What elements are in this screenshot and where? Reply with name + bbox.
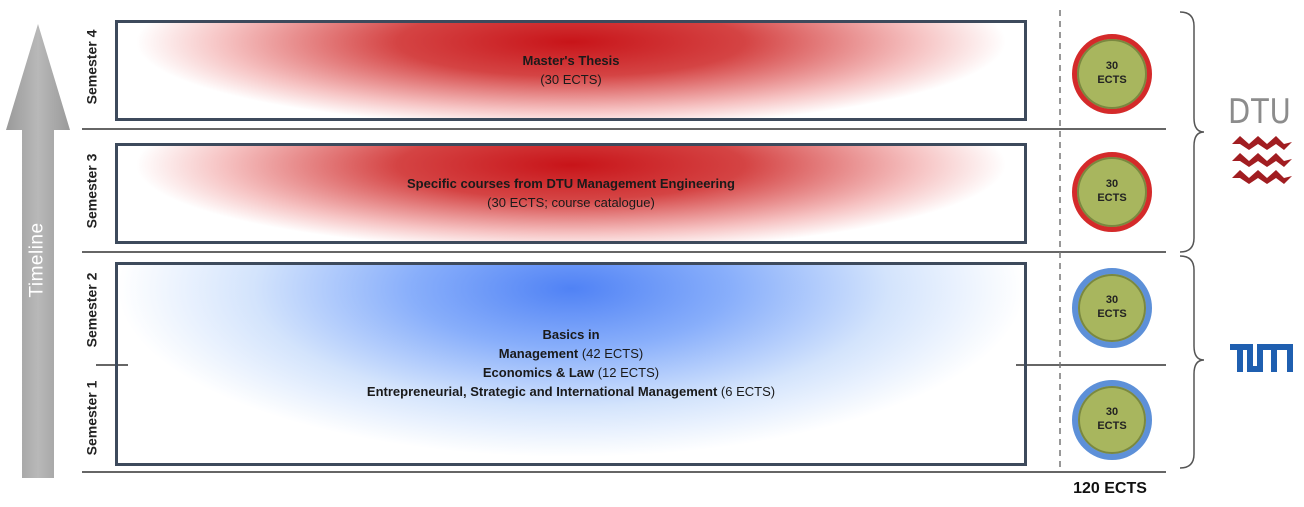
tum-logo-icon [1230, 344, 1293, 372]
semester-3-label: Semester 3 [83, 153, 99, 229]
masters-thesis-ects: (30 ECTS) [540, 71, 602, 87]
basics-management: Management (42 ECTS) [498, 346, 644, 362]
semester-4-label: Semester 4 [83, 29, 99, 105]
masters-thesis-box: Master's Thesis (30 ECTS) [115, 20, 1027, 121]
dtu-courses-detail: (30 ECTS; course catalogue) [487, 194, 655, 210]
dtu-logo-icon [1232, 136, 1292, 184]
semester-2-label: Semester 2 [83, 272, 99, 348]
dtu-courses-box: Specific courses from DTU Management Eng… [115, 143, 1027, 244]
basics-heading: Basics in [542, 327, 600, 343]
dtu-courses-title: Specific courses from DTU Management Eng… [407, 175, 735, 191]
basics-box: Basics in Management (42 ECTS) Economics… [115, 262, 1027, 466]
masters-thesis-title: Master's Thesis [522, 52, 620, 68]
basics-economics-law: Economics & Law (12 ECTS) [482, 365, 660, 380]
dtu-logo-text: DTU [1228, 92, 1292, 132]
semester-1-label: Semester 1 [83, 380, 99, 456]
total-ects-label: 120 ECTS [1073, 480, 1147, 497]
basics-entrepreneurial: Entrepreneurial, Strategic and Internati… [366, 383, 776, 399]
timeline-arrow [6, 24, 70, 478]
